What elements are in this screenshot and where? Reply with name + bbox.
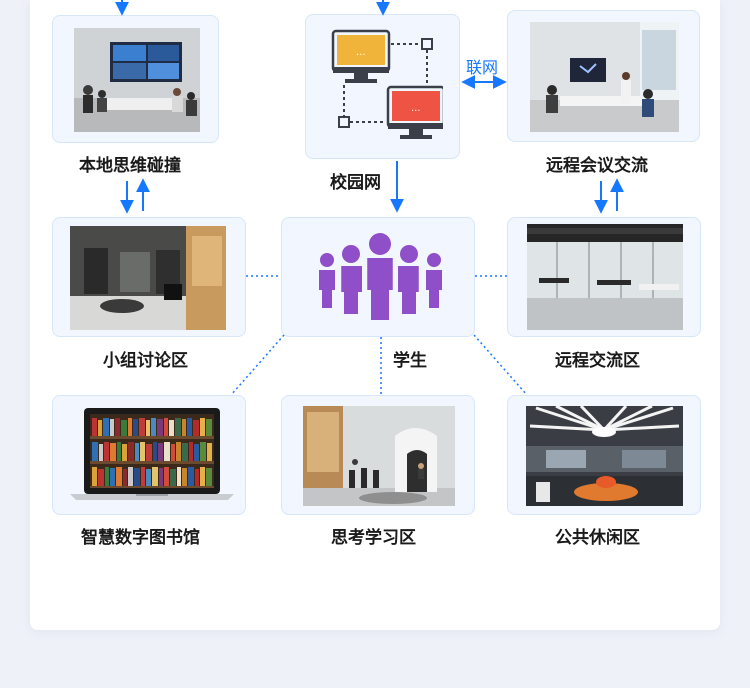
thinking-study-image: [303, 406, 455, 506]
svg-text:...: ...: [411, 103, 421, 114]
network-computers-icon: ... ...: [331, 29, 443, 139]
tile-digital-library: [52, 395, 246, 515]
dotted-diag-right: [473, 334, 528, 396]
remote-meeting-image: [530, 22, 679, 132]
dotted-diag-left: [230, 334, 285, 396]
tile-remote-exchange: [507, 217, 701, 337]
tile-local-brainstorm: [52, 15, 219, 143]
label-students: 学生: [393, 351, 427, 371]
laptop-bookshelf-image: [70, 408, 234, 500]
label-thinking-study: 思考学习区: [331, 528, 416, 548]
label-digital-library: 智慧数字图书馆: [81, 528, 200, 548]
label-group-discussion: 小组讨论区: [103, 351, 188, 371]
remote-exchange-image: [527, 224, 683, 330]
tile-remote-meeting: [507, 10, 700, 142]
students-group-icon: [319, 233, 442, 320]
meeting-room-image: [74, 28, 200, 132]
tile-students: [281, 217, 475, 337]
public-leisure-image: [526, 406, 683, 506]
label-remote-exchange: 远程交流区: [555, 351, 640, 371]
tile-campus-network: ... ...: [305, 14, 460, 159]
svg-text:...: ...: [356, 47, 366, 58]
group-discussion-image: [70, 226, 226, 330]
label-local-brainstorm: 本地思维碰撞: [79, 156, 181, 176]
label-campus-network: 校园网: [330, 173, 381, 193]
label-public-leisure: 公共休闲区: [555, 528, 640, 548]
tile-group-discussion: [52, 217, 246, 337]
label-network-link: 联网: [466, 58, 499, 77]
label-remote-meeting: 远程会议交流: [546, 156, 648, 176]
tile-thinking-study: [281, 395, 475, 515]
tile-public-leisure: [507, 395, 701, 515]
